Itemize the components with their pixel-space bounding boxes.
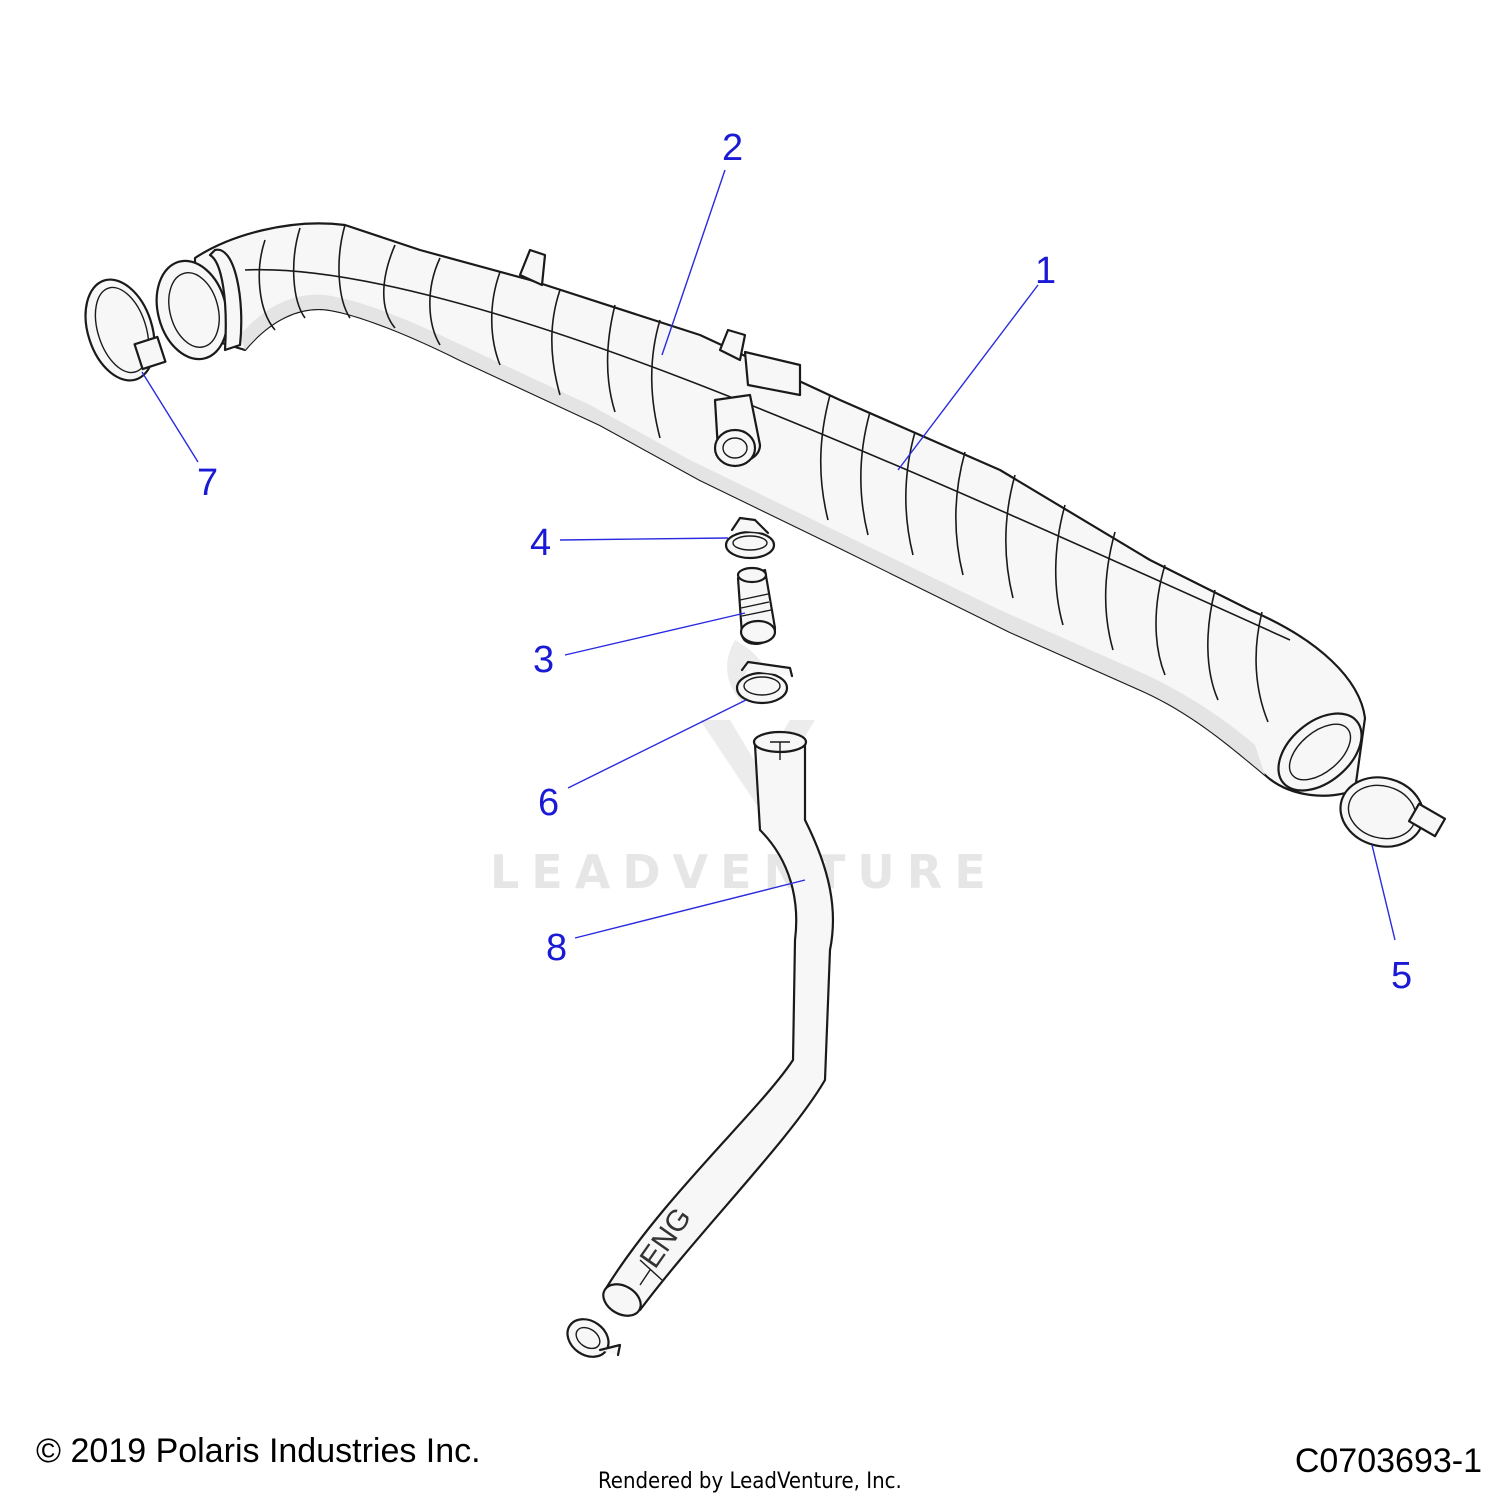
leader-8 <box>574 879 806 939</box>
callout-2[interactable]: 2 <box>722 127 743 169</box>
callout-3[interactable]: 3 <box>533 639 554 681</box>
main-duct <box>155 222 1367 797</box>
callout-8[interactable]: 8 <box>546 927 567 969</box>
leader-4 <box>559 537 729 541</box>
callout-6[interactable]: 6 <box>538 782 559 824</box>
leader-5 <box>1371 844 1396 941</box>
watermark-text: LEADVENTURE <box>490 845 998 899</box>
leader-3 <box>564 612 746 656</box>
hose-end-clamp <box>566 1318 622 1358</box>
callout-1[interactable]: 1 <box>1035 250 1056 292</box>
leader-lines <box>141 169 1396 941</box>
leader-1 <box>897 284 1039 471</box>
bent-hose: ENG <box>602 730 835 1317</box>
callout-4[interactable]: 4 <box>530 522 551 564</box>
leader-6 <box>567 699 747 789</box>
leader-2 <box>661 169 726 356</box>
small-clamp-lower <box>735 660 794 705</box>
small-clamp-upper <box>724 516 776 560</box>
fitting <box>736 566 777 645</box>
rendered-by-text: Rendered by LeadVenture, Inc. <box>598 1469 902 1494</box>
callout-7[interactable]: 7 <box>197 462 218 504</box>
clamp-right <box>1339 776 1447 848</box>
clamp-left <box>84 278 167 382</box>
duct-ribs <box>244 224 1291 723</box>
footer: © 2019 Polaris Industries Inc. Rendered … <box>36 1432 1482 1494</box>
figure-id: C0703693-1 <box>1295 1442 1482 1480</box>
copyright-text: © 2019 Polaris Industries Inc. <box>36 1432 481 1470</box>
leader-7 <box>141 371 199 463</box>
callout-5[interactable]: 5 <box>1391 955 1412 997</box>
callouts: 1 2 3 4 5 6 7 8 <box>197 127 1412 997</box>
